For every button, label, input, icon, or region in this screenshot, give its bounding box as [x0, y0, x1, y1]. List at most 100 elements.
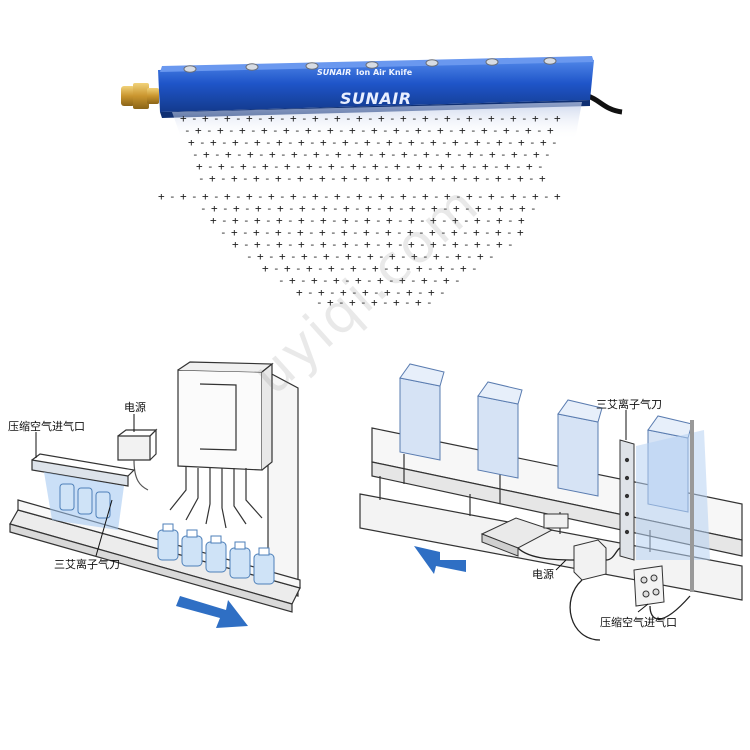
ion-symbol: +	[289, 274, 296, 287]
ion-symbol: -	[264, 172, 271, 185]
ion-symbol: -	[317, 160, 324, 173]
ion-symbol: -	[449, 160, 456, 173]
ion-symbol: +	[421, 274, 428, 287]
ion-symbol: +	[496, 238, 503, 251]
ion-symbol: -	[543, 112, 550, 125]
right-label-air-inlet: 压缩空气进气口	[600, 616, 677, 629]
ion-symbol: -	[286, 172, 293, 185]
ion-symbol: -	[220, 172, 227, 185]
ion-symbol: +	[328, 262, 335, 275]
ion-symbol: -	[466, 250, 473, 263]
ion-symbol: -	[375, 136, 382, 149]
ion-symbol: -	[411, 112, 418, 125]
ion-symbol: -	[361, 262, 368, 275]
ion-symbol: +	[510, 190, 517, 203]
ion-symbol: +	[466, 190, 473, 203]
ion-symbol: +	[320, 136, 327, 149]
left-label-power: 电源	[124, 401, 146, 414]
ion-symbol: +	[363, 172, 370, 185]
ion-symbol: +	[335, 148, 342, 161]
ion-symbol: -	[537, 160, 544, 173]
left-air-knife	[31, 459, 129, 487]
ion-symbol: +	[547, 124, 554, 137]
ion-symbol: -	[367, 190, 374, 203]
right-label-power: 电源	[532, 568, 554, 581]
ion-symbol: -	[404, 124, 411, 137]
ion-symbol: +	[158, 190, 165, 203]
bottles	[59, 483, 275, 585]
ion-symbol: -	[477, 190, 484, 203]
ion-symbol: +	[438, 262, 445, 275]
ion-symbol: +	[423, 148, 430, 161]
ion-symbol: +	[367, 250, 374, 263]
ion-symbol: -	[295, 262, 302, 275]
ion-symbol: -	[220, 226, 227, 239]
ion-symbol: +	[504, 160, 511, 173]
ion-symbol: -	[463, 214, 470, 227]
ion-symbol: -	[324, 148, 331, 161]
ion-symbol: +	[431, 202, 438, 215]
ion-symbol: +	[233, 202, 240, 215]
ion-symbol: +	[364, 238, 371, 251]
ion-symbol: +	[460, 160, 467, 173]
ion-symbol: -	[331, 238, 338, 251]
ion-symbol: -	[308, 226, 315, 239]
ion-symbol: +	[532, 112, 539, 125]
ion-symbol: -	[506, 226, 513, 239]
ion-symbol: +	[218, 160, 225, 173]
ion-symbol: -	[323, 190, 330, 203]
ion-symbol: +	[275, 172, 282, 185]
ion-symbol: -	[463, 136, 470, 149]
ion-symbol: -	[242, 172, 249, 185]
ion-symbol: -	[374, 226, 381, 239]
ion-symbol: -	[507, 136, 514, 149]
ion-symbol: +	[297, 172, 304, 185]
ion-symbol: +	[298, 238, 305, 251]
ion-symbol: +	[407, 172, 414, 185]
ion-symbol: -	[242, 226, 249, 239]
ion-symbol: +	[510, 112, 517, 125]
ion-symbol: -	[316, 296, 323, 309]
ion-symbol: +	[518, 136, 525, 149]
ion-symbol: +	[209, 172, 216, 185]
ion-symbol: +	[210, 136, 217, 149]
ion-symbol: -	[295, 160, 302, 173]
ion-symbol: +	[202, 190, 209, 203]
ion-symbol: +	[408, 238, 415, 251]
ion-symbol: +	[217, 124, 224, 137]
ion-symbol: +	[511, 148, 518, 161]
ion-symbol: -	[300, 274, 307, 287]
ion-symbol: +	[371, 296, 378, 309]
ion-symbol: +	[298, 136, 305, 149]
ion-symbol: -	[388, 274, 395, 287]
ion-symbol: +	[400, 190, 407, 203]
ion-symbol: +	[253, 226, 260, 239]
ion-symbol: -	[382, 124, 389, 137]
ion-symbol: +	[409, 202, 416, 215]
ion-symbol: +	[466, 112, 473, 125]
ion-symbol: -	[528, 172, 535, 185]
ion-symbol: -	[272, 124, 279, 137]
ion-symbol: +	[290, 190, 297, 203]
ion-symbol: +	[350, 262, 357, 275]
ion-symbol: -	[492, 124, 499, 137]
ion-symbol: -	[221, 136, 228, 149]
ion-symbol: -	[244, 202, 251, 215]
ion-symbol: +	[467, 148, 474, 161]
ion-symbol: -	[317, 262, 324, 275]
ion-symbol: -	[214, 148, 221, 161]
ion-symbol: -	[398, 202, 405, 215]
ion-symbol: +	[532, 190, 539, 203]
ion-symbol: -	[485, 238, 492, 251]
ion-symbol: -	[397, 214, 404, 227]
ion-symbol: -	[235, 190, 242, 203]
ion-symbol: -	[352, 226, 359, 239]
ion-symbol: -	[207, 160, 214, 173]
ion-symbol: +	[319, 226, 326, 239]
ion-symbol: -	[543, 190, 550, 203]
ion-symbol: -	[287, 238, 294, 251]
ion-symbol: -	[397, 136, 404, 149]
ion-symbol: -	[455, 190, 462, 203]
ion-symbol: -	[345, 112, 352, 125]
